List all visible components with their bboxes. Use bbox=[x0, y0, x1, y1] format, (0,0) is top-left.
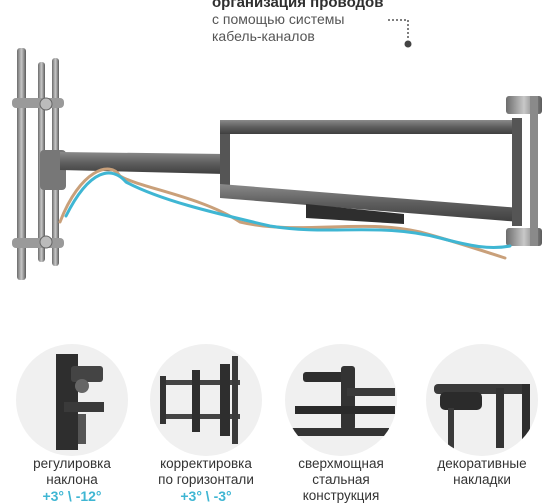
feature-steel: сверхмощная стальная конструкция bbox=[275, 344, 407, 504]
feature-covers-line-2: накладки bbox=[453, 472, 511, 487]
feature-tilt-image bbox=[16, 344, 128, 456]
feature-tilt-line-2: наклона bbox=[46, 472, 98, 487]
feature-horizontal-image bbox=[150, 344, 262, 456]
long-arm-frame bbox=[220, 118, 522, 226]
callout-line-2: кабель-каналов bbox=[212, 28, 315, 44]
feature-horizontal-line-2: по горизонтали bbox=[158, 472, 254, 487]
feature-steel-line-2: стальная bbox=[312, 472, 370, 487]
feature-tilt-caption: регулировка наклона +3° \ -12° bbox=[6, 456, 138, 504]
feature-tilt: регулировка наклона +3° \ -12° bbox=[6, 344, 138, 504]
cable-management-callout: организация проводов с помощью системы к… bbox=[212, 0, 383, 45]
feature-tilt-line-1: регулировка bbox=[33, 456, 111, 471]
feature-horizontal-line-1: корректировка bbox=[160, 456, 252, 471]
tv-bracket-rails bbox=[12, 48, 66, 280]
feature-horizontal-caption: корректировка по горизонтали +3° \ -3° bbox=[140, 456, 272, 504]
feature-covers-line-1: декоративные bbox=[437, 456, 527, 471]
callout-leader bbox=[388, 19, 412, 48]
tv-mount-arm-illustration bbox=[12, 19, 542, 280]
feature-covers-image bbox=[426, 344, 538, 456]
feature-steel-line-1: сверхмощная bbox=[298, 456, 384, 471]
feature-horizontal-range: +3° \ -3° bbox=[180, 488, 232, 504]
feature-horizontal: корректировка по горизонтали +3° \ -3° bbox=[140, 344, 272, 504]
feature-tilt-range: +3° \ -12° bbox=[42, 488, 102, 504]
callout-line-1: с помощью системы bbox=[212, 11, 345, 27]
callout-title: организация проводов bbox=[212, 0, 384, 11]
feature-covers: декоративные накладки bbox=[416, 344, 548, 504]
feature-steel-image bbox=[285, 344, 397, 456]
cables bbox=[58, 167, 512, 260]
feature-covers-caption: декоративные накладки bbox=[416, 456, 548, 488]
feature-steel-line-3: конструкция bbox=[302, 488, 380, 503]
feature-steel-caption: сверхмощная стальная конструкция bbox=[275, 456, 407, 504]
wall-plate bbox=[506, 96, 542, 246]
short-arm bbox=[60, 152, 225, 174]
